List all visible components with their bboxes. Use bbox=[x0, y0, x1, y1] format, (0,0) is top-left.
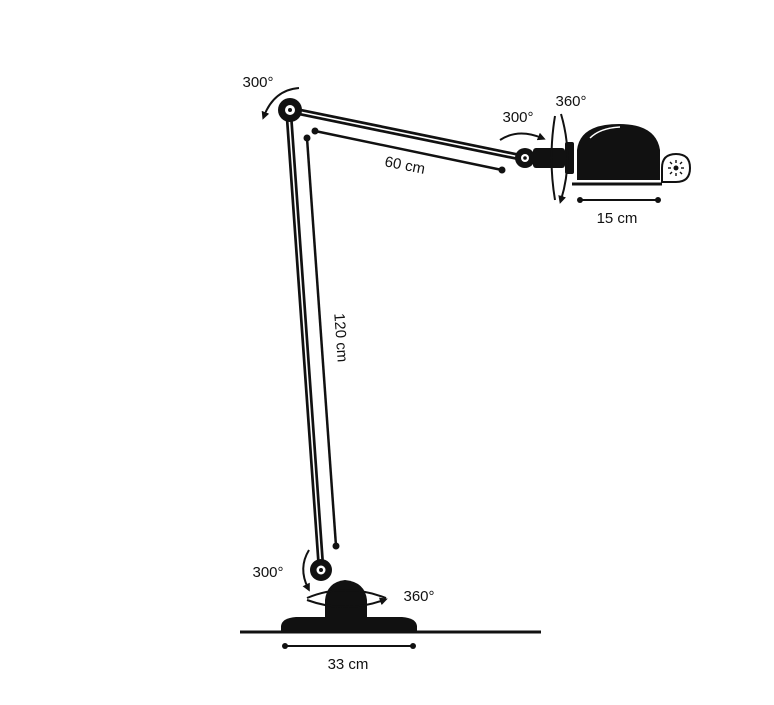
top-joint bbox=[278, 98, 302, 122]
base-width-label: 33 cm bbox=[328, 656, 369, 673]
bulb-icon bbox=[661, 152, 692, 183]
lower-arm-rod bbox=[305, 137, 338, 547]
lower-arm-rod-end-top bbox=[303, 134, 311, 142]
head-joint bbox=[515, 148, 535, 168]
base-joint-rotation-arrow bbox=[302, 549, 310, 592]
head-swivel-arrow bbox=[550, 113, 569, 204]
top-joint-angle-label: 300° bbox=[242, 74, 273, 91]
base-swivel-angle-label: 360° bbox=[403, 588, 434, 605]
upper-arm-rod-end-right bbox=[498, 166, 506, 174]
lamp-base-plate bbox=[281, 617, 417, 632]
head-connector bbox=[533, 148, 565, 168]
lower-arm-rod-end-bottom bbox=[332, 542, 340, 550]
shade-width-label: 15 cm bbox=[597, 210, 638, 227]
lamp-shade bbox=[577, 124, 660, 180]
shade-dimension-line bbox=[577, 197, 661, 203]
base-swivel-arrow bbox=[306, 589, 388, 608]
head-tilt-angle-label: 300° bbox=[502, 109, 533, 126]
lower-arm-length-label: 120 cm bbox=[330, 313, 350, 363]
base-joint bbox=[310, 559, 332, 581]
lamp-base-dome bbox=[325, 580, 367, 618]
head-tilt-arrow bbox=[499, 132, 546, 141]
upper-arm-length-label: 60 cm bbox=[383, 153, 426, 177]
base-dimension-line bbox=[282, 643, 416, 649]
base-joint-angle-label: 300° bbox=[252, 564, 283, 581]
upper-arm-rod bbox=[314, 129, 503, 172]
lamp-shade-highlight bbox=[589, 126, 621, 139]
top-joint-rotation-arrow bbox=[261, 87, 300, 120]
lower-arm-highlight bbox=[288, 115, 322, 569]
upper-arm-rod-end-left bbox=[311, 127, 319, 135]
head-swivel-angle-label: 360° bbox=[555, 93, 586, 110]
upper-arm-highlight bbox=[289, 109, 525, 159]
